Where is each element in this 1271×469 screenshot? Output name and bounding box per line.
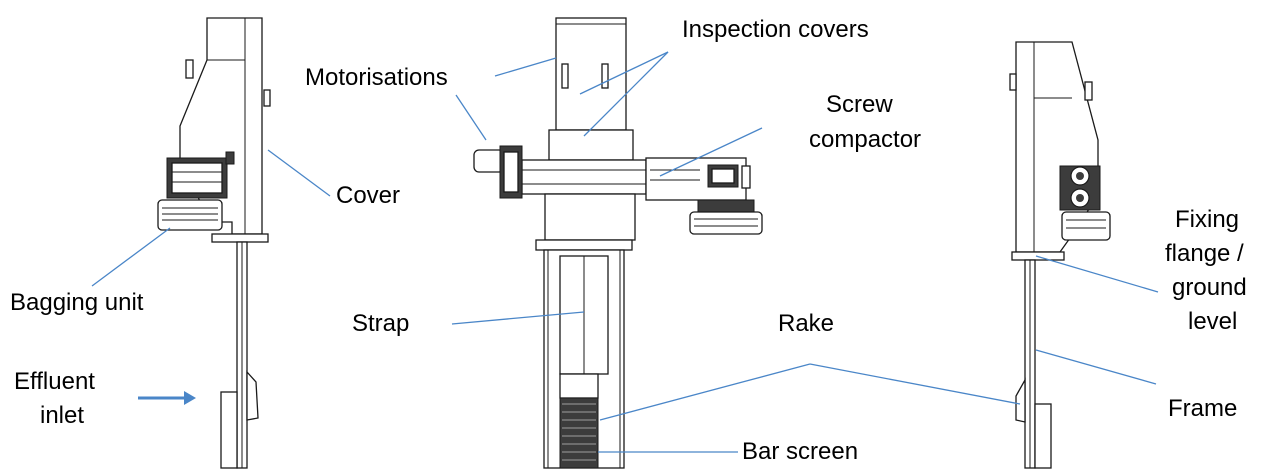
label-fixing-flange-line3: ground <box>1172 274 1247 301</box>
label-fixing-flange-line1: Fixing <box>1175 206 1240 233</box>
leader-strap <box>451 311 585 325</box>
leader-motorisations-1 <box>494 57 557 77</box>
leader-fixing-flange <box>1035 255 1159 293</box>
left-side-view <box>157 17 271 469</box>
label-screw-compactor-line2: compactor <box>809 126 922 153</box>
left-bagging-unit <box>157 199 223 231</box>
leader-motorisations-2 <box>455 94 487 141</box>
front-view <box>473 17 763 469</box>
label-motorisations: Motorisations <box>305 64 448 91</box>
label-effluent-inlet-line2: inlet <box>40 402 85 429</box>
center-rake <box>559 373 599 399</box>
leader-bagging-unit <box>91 227 171 287</box>
leader-lines <box>91 51 1159 453</box>
label-cover: Cover <box>336 182 401 209</box>
label-fixing-flange-line2: flange / <box>1165 240 1244 267</box>
right-side-view <box>1009 41 1111 469</box>
label-bar-screen: Bar screen <box>742 438 859 465</box>
leader-screw-compactor <box>659 127 763 177</box>
right-rake <box>1015 377 1026 423</box>
label-fixing-flange-line4: level <box>1188 308 1238 335</box>
inlet-arrow <box>138 391 196 405</box>
leader-frame <box>1035 349 1157 385</box>
center-bar-screen <box>559 397 599 469</box>
label-inspection-covers: Inspection covers <box>682 16 869 43</box>
leader-rake-1 <box>599 363 811 421</box>
label-frame: Frame <box>1168 395 1238 422</box>
leader-cover <box>267 149 331 197</box>
left-rake <box>246 370 259 421</box>
label-bagging-unit: Bagging unit <box>10 289 144 316</box>
label-screw-compactor-line1: Screw <box>826 91 893 118</box>
leader-rake-2 <box>809 363 1021 405</box>
label-strap: Strap <box>352 310 410 337</box>
label-effluent-inlet-line1: Effluent <box>14 368 95 395</box>
center-beam <box>521 159 647 195</box>
leader-inspection-1 <box>579 51 669 95</box>
label-rake: Rake <box>778 310 835 337</box>
leader-inspection-2 <box>583 51 669 137</box>
